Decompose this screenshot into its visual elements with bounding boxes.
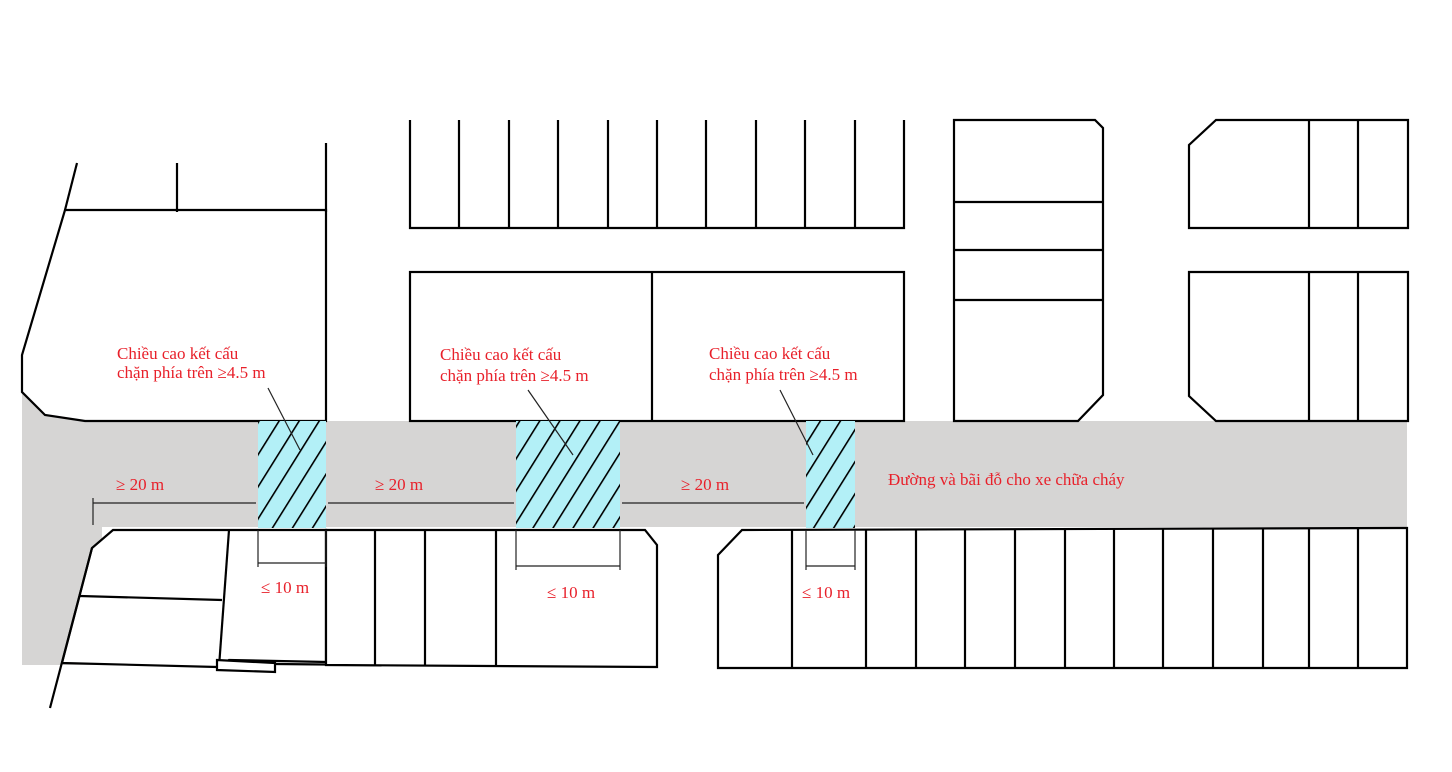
passage-2 xyxy=(516,421,620,528)
clearance-label-1-line1: Chiều cao kết cấu xyxy=(117,344,239,363)
leader-line-2 xyxy=(527,389,574,456)
width-label-1: ≤ 10 m xyxy=(261,578,309,597)
building-middle xyxy=(408,270,906,423)
width-label-3: ≤ 10 m xyxy=(802,583,850,602)
road-label: Đường và bãi đỗ cho xe chữa cháy xyxy=(888,470,1125,489)
clearance-label-1-line2: chặn phía trên ≥4.5 m xyxy=(117,363,266,382)
clearance-label-3-line2: chặn phía trên ≥4.5 m xyxy=(709,365,858,384)
fire-truck-road xyxy=(22,390,1407,665)
spacing-label-1: ≥ 20 m xyxy=(116,475,164,494)
leader-line-3 xyxy=(779,389,814,456)
width-label-2: ≤ 10 m xyxy=(547,583,595,602)
clearance-label-3-line1: Chiều cao kết cấu xyxy=(709,344,831,363)
building-middle-right xyxy=(1187,270,1410,423)
spacing-dimensions xyxy=(92,498,804,525)
spacing-label-2: ≥ 20 m xyxy=(375,475,423,494)
spacing-label-3: ≥ 20 m xyxy=(681,475,729,494)
building-top-left xyxy=(20,143,328,423)
clearance-label-2-line1: Chiều cao kết cấu xyxy=(440,345,562,364)
passage-3 xyxy=(806,421,855,528)
width-dimensions xyxy=(257,530,856,570)
leader-line-1 xyxy=(267,387,301,451)
building-bottom-middle xyxy=(324,528,659,669)
building-top-right xyxy=(1187,118,1410,230)
building-row-bottom-right xyxy=(716,526,1409,670)
building-column xyxy=(952,118,1105,423)
clearance-label-2-line2: chặn phía trên ≥4.5 m xyxy=(440,366,589,385)
building-row-top-middle xyxy=(408,120,906,230)
passage-1 xyxy=(258,421,326,528)
